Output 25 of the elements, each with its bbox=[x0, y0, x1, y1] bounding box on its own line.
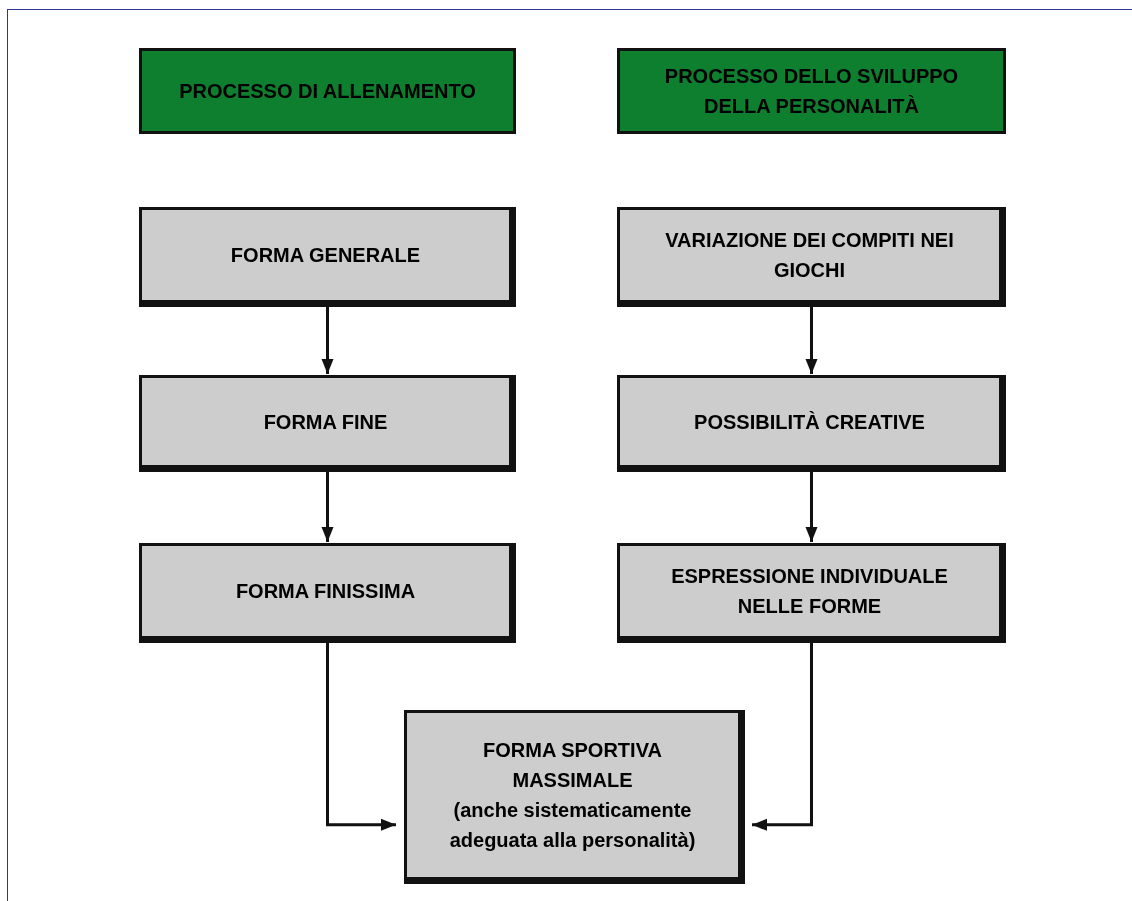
box-label: POSSIBILITÀ CREATIVE bbox=[694, 409, 925, 435]
box-label: FORMA FINE bbox=[263, 409, 388, 435]
arrow bbox=[805, 472, 818, 542]
process-box bbox=[139, 207, 516, 307]
box-label: FORMA SPORTIVA MASSIMALE bbox=[482, 738, 663, 793]
process-box bbox=[617, 207, 1006, 307]
box-label: ESPRESSIONE INDIVIDUALE NELLE FORME bbox=[670, 564, 949, 619]
box-label: (anche sistematicamente adeguata alla personalità) bbox=[448, 798, 697, 853]
box-label: FORMA FINISSIMA bbox=[235, 579, 416, 604]
arrow bbox=[321, 307, 334, 374]
box-label: PROCESSO DI ALLENAMENTO bbox=[179, 79, 476, 104]
arrow bbox=[326, 643, 396, 831]
process-box bbox=[404, 710, 745, 884]
process-box bbox=[139, 375, 516, 472]
process-box bbox=[617, 375, 1006, 472]
arrow bbox=[805, 307, 818, 374]
process-box bbox=[617, 543, 1006, 643]
arrow bbox=[321, 472, 334, 542]
box-label: PROCESSO DELLO SVILUPPO DELLA PERSONALITÀ bbox=[663, 64, 960, 119]
process-box bbox=[139, 543, 516, 643]
header-box bbox=[139, 48, 516, 134]
arrow bbox=[752, 643, 813, 831]
header-box bbox=[617, 48, 1006, 134]
box-label: VARIAZIONE DEI COMPITI NEI GIOCHI bbox=[664, 228, 955, 283]
box-label: FORMA GENERALE bbox=[230, 243, 421, 268]
